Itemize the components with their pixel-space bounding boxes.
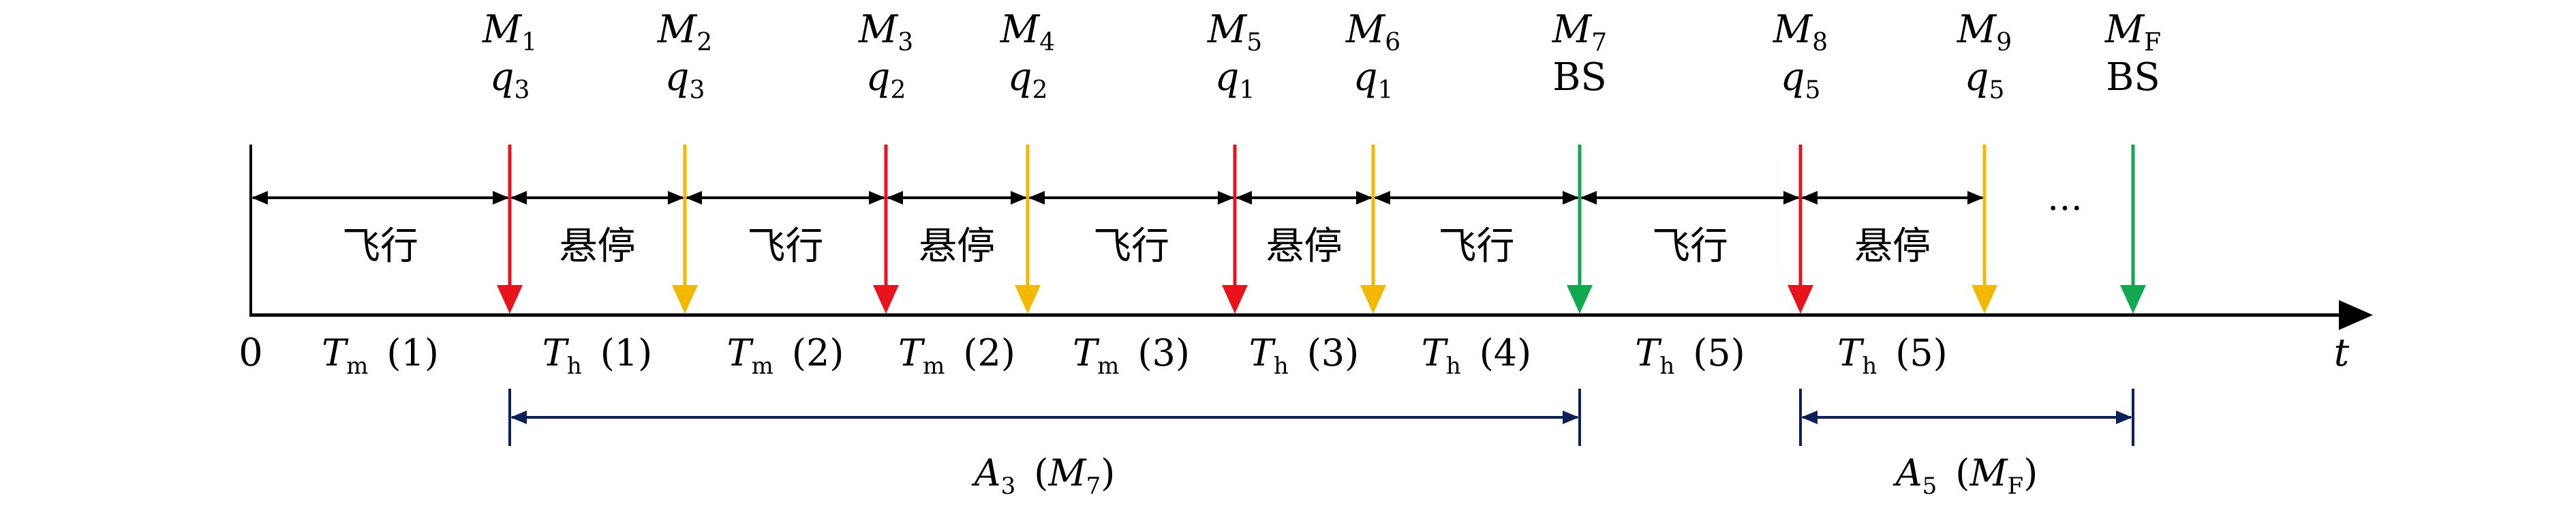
marker-sublabel: q5 xyxy=(1965,55,2005,104)
segment-time-label: Th (5) xyxy=(1837,331,1947,380)
segment-time-label: Th (5) xyxy=(1635,331,1745,380)
segment-phase-label: 飞行 xyxy=(748,224,824,269)
segment-phase-label: 飞行 xyxy=(1652,224,1728,269)
segment-9: 悬停 Th (5) xyxy=(1801,191,1984,380)
segment-phase-label: 悬停 xyxy=(1266,224,1343,269)
marker-label: M6 xyxy=(1345,8,1400,57)
segment-1: 飞行 Tm (1) xyxy=(251,191,509,380)
marker-sublabel: q2 xyxy=(866,55,906,104)
segment-phase-label: 飞行 xyxy=(1439,224,1515,269)
marker-sublabel: q5 xyxy=(1781,55,1821,104)
time-axis-arrowhead xyxy=(2339,300,2373,330)
marker-sublabel: q3 xyxy=(665,55,705,104)
marker-sublabel: q2 xyxy=(1008,55,1048,104)
marker-label: MF xyxy=(2104,8,2161,57)
marker-sublabel: q3 xyxy=(490,55,530,104)
marker-label: M8 xyxy=(1773,8,1828,57)
marker-arrowhead xyxy=(1567,285,1593,314)
segment-time-label: Tm (1) xyxy=(322,331,439,380)
marker-sublabel: q1 xyxy=(1353,55,1394,104)
marker-sublabel: BS xyxy=(2106,55,2160,100)
marker-sublabel: BS xyxy=(1552,55,1607,100)
interval-segments: 飞行 Tm (1) 悬停 Th (1) 飞行 Tm (2) 悬停 Tm (2) 飞行 Tm (3)… xyxy=(251,191,1984,380)
marker-label: M3 xyxy=(858,8,913,57)
span-bracket-a5: A5 (MF) xyxy=(1799,389,2134,500)
segment-phase-label: 悬停 xyxy=(559,224,636,269)
marker-label: M2 xyxy=(657,8,712,57)
marker-arrowhead xyxy=(2120,285,2146,314)
marker-arrowhead xyxy=(873,285,899,314)
marker-arrowhead xyxy=(1015,285,1041,314)
segment-6: 悬停 Th (3) xyxy=(1236,191,1373,380)
segment-time-label: Th (4) xyxy=(1422,331,1531,380)
marker-arrowhead xyxy=(1788,285,1813,314)
marker-sublabel: q1 xyxy=(1215,55,1255,104)
segment-phase-label: 悬停 xyxy=(1854,224,1931,269)
segment-phase-label: 悬停 xyxy=(919,224,995,269)
segment-4: 悬停 Tm (2) xyxy=(887,191,1027,380)
segment-7: 飞行 Th (4) xyxy=(1374,191,1579,380)
marker-arrowhead xyxy=(497,285,523,314)
span-label: A3 (M7) xyxy=(971,451,1116,500)
segment-phase-label: 飞行 xyxy=(342,224,418,269)
marker-arrowhead xyxy=(1222,285,1248,314)
span-label: A5 (MF) xyxy=(1892,451,2038,500)
segment-2: 悬停 Th (1) xyxy=(510,191,684,380)
ellipsis: … xyxy=(2047,178,2083,219)
marker-arrowhead xyxy=(1972,285,1997,314)
marker-label: M7 xyxy=(1552,8,1607,57)
marker-arrowhead xyxy=(1360,285,1386,314)
segment-5: 飞行 Tm (3) xyxy=(1028,191,1234,380)
marker-label: M5 xyxy=(1207,8,1262,57)
segment-8: 飞行 Th (5) xyxy=(1580,191,1800,380)
origin-label: 0 xyxy=(239,331,263,375)
segment-time-label: Th (3) xyxy=(1249,331,1359,380)
marker-label: M1 xyxy=(482,8,537,57)
segment-time-label: Tm (2) xyxy=(898,331,1015,380)
segment-time-label: Tm (3) xyxy=(1073,331,1190,380)
marker-arrowhead xyxy=(672,285,698,314)
marker-label: M9 xyxy=(1957,8,2012,57)
span-bracket-a3: A3 (M7) xyxy=(508,389,1581,500)
time-axis-label: t xyxy=(2334,331,2350,375)
segment-time-label: Th (1) xyxy=(542,331,652,380)
segment-phase-label: 飞行 xyxy=(1093,224,1169,269)
segment-time-label: Tm (2) xyxy=(727,331,844,380)
segment-3: 飞行 Tm (2) xyxy=(686,191,885,380)
span-brackets: A3 (M7) A5 (MF) xyxy=(508,389,2134,500)
marker-label: M4 xyxy=(1000,8,1055,57)
